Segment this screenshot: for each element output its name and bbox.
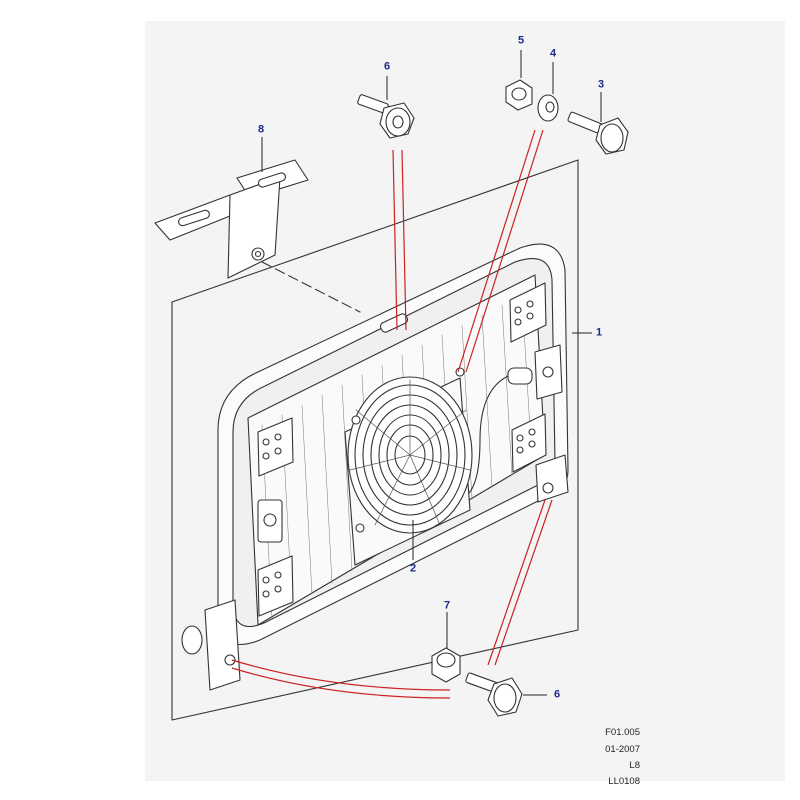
callout-7: 7 — [443, 599, 451, 612]
red-leader-lines — [231, 129, 553, 699]
callout-3: 3 — [597, 78, 605, 91]
callout-leaders — [261, 50, 602, 696]
bracket-part — [154, 159, 309, 279]
right-mount-lug — [535, 454, 569, 503]
flange-nut — [505, 79, 533, 111]
callout-5: 5 — [517, 34, 525, 47]
corner-plate-top-right — [509, 282, 547, 343]
washer — [537, 94, 559, 122]
leader-bolt-top — [392, 149, 398, 331]
alignment-dash-line — [261, 261, 361, 313]
reference-model: L8 — [629, 760, 640, 771]
cooling-fan — [344, 367, 473, 566]
callout-4: 4 — [549, 47, 557, 60]
corner-plate-left-lower — [257, 555, 294, 617]
lower-mount-lug — [181, 599, 241, 691]
flange-nut-lower — [431, 647, 461, 683]
flange-bolt-bottom — [465, 672, 523, 717]
reference-date: 01-2007 — [605, 744, 640, 755]
callout-8: 8 — [257, 123, 265, 136]
leader-bottom-right — [487, 499, 546, 666]
reference-figure: F01.005 — [605, 727, 640, 738]
callout-2: 2 — [409, 562, 417, 575]
flange-bolt-right — [567, 111, 629, 155]
flange-bolt-top — [357, 94, 415, 139]
leader-washer-2 — [465, 129, 544, 373]
leader-washer — [457, 129, 536, 373]
leader-bottom-right-2 — [494, 499, 553, 666]
corner-plate-left-upper — [257, 417, 294, 477]
corner-plate-right — [511, 413, 547, 473]
pipe-connector — [257, 499, 283, 543]
reference-code: LL0108 — [608, 776, 640, 787]
leader-bottom-left-2 — [231, 667, 451, 699]
callout-6-top: 6 — [383, 60, 391, 73]
leader-bolt-top-2 — [401, 149, 407, 331]
leader-bottom-left — [231, 659, 451, 691]
callout-1: 1 — [595, 326, 603, 339]
callout-6-bottom: 6 — [553, 688, 561, 701]
